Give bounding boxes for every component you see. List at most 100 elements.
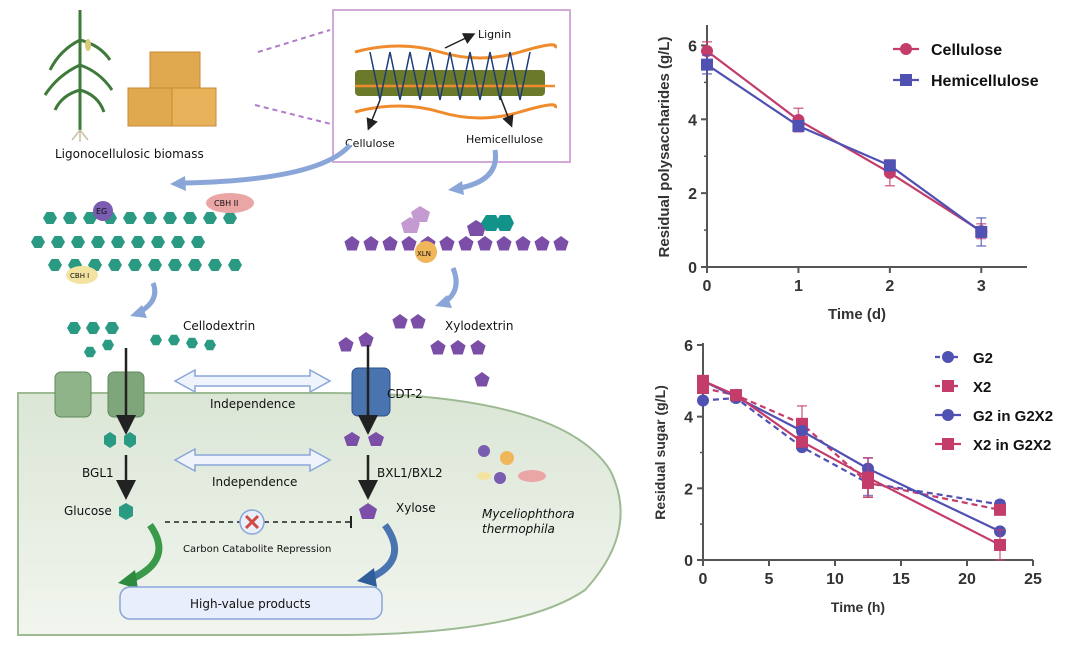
xylose-unit [401,236,417,251]
glucose-unit [84,346,96,358]
cellulose-label: Cellulose [345,137,395,150]
glucose-unit [128,258,142,272]
xylose-unit [344,236,360,251]
hemicellulose-chain [344,236,569,251]
independence-label-1: Independence [210,397,295,411]
xylose-unit [392,314,408,329]
enzyme-cbh1: CBH I [66,266,98,284]
independence-arrow [173,368,332,394]
svg-text:CBH I: CBH I [70,272,89,280]
glucose-unit [143,211,157,225]
glucose-unit [203,211,217,225]
data-point [730,389,742,402]
lignocellulose-fiber-icon [354,43,558,120]
legend-label: X2 in G2X2 [973,437,1051,454]
svg-text:EG: EG [96,207,107,216]
series-layer [701,41,988,247]
svg-text:CBH II: CBH II [214,199,238,208]
glucose-unit [168,334,180,346]
bgl1-label: BGL1 [82,466,114,480]
glucose-unit [171,235,185,249]
glucose-label: Glucose [64,504,112,518]
x-axis-label: Time (h) [831,599,885,615]
x-tick-label: 25 [1024,571,1042,588]
glucose-unit [108,258,122,272]
glucose-unit [183,211,197,225]
xylose-unit [382,236,398,251]
data-point [994,503,1006,516]
glucose-unit [186,337,198,349]
legend-item: Cellulose [893,42,1002,59]
x-tick-label: 0 [703,278,712,295]
xylose-unit [358,332,374,347]
series-cellulose [701,41,988,240]
legend-label: G2 in G2X2 [973,408,1053,425]
xylodextrin-label: Xylodextrin [445,319,513,333]
xylose-flow-arrow [368,522,398,582]
series-hemicellulose [701,54,988,247]
glucose-unit [168,258,182,272]
hay-bales-icon [127,51,217,127]
zoom-line [257,29,331,53]
xylose-unit [553,236,569,251]
xylose-unit [470,340,486,355]
data-point [994,538,1006,551]
y-tick-label: 4 [688,112,697,129]
legend-marker [942,351,954,363]
xylose-unit [450,340,466,355]
y-tick-label: 6 [688,38,697,55]
oligosaccharide-fragments [67,314,490,387]
independence-label-2: Independence [212,475,297,489]
glucose-unit [105,321,119,335]
x-tick-label: 2 [885,278,894,295]
xylose-unit [363,236,379,251]
glucose-unit [163,211,177,225]
glucose-unit [131,235,145,249]
glucose-unit [150,334,162,346]
series-layer [697,374,1006,561]
legend-item: Hemicellulose [893,73,1039,90]
series-g2 [697,392,1006,511]
products-label: High-value products [190,597,311,611]
data-point [883,159,896,172]
legend-item: X2 in G2X2 [935,437,1051,454]
y-tick-label: 6 [684,338,693,355]
xylose-unit [439,236,455,251]
data-point [701,45,713,57]
xylose-unit [458,236,474,251]
y-tick-label: 0 [688,260,697,277]
zoom-line [254,104,336,126]
y-tick-label: 0 [684,553,693,570]
glucose-unit [208,258,222,272]
fungal-cell [17,392,622,636]
data-point [975,225,988,238]
enzyme-cbh2: CBH II [206,193,254,213]
bxl-label: BXL1/BXL2 [377,466,443,480]
xylose-unit [515,236,531,251]
data-point [701,58,713,71]
secreted-enzymes-icon [477,445,546,484]
enzyme-xln: XLN [415,241,437,263]
x-tick-label: 20 [958,571,976,588]
x-tick-label: 1 [794,278,803,295]
cellulose-chains [31,211,242,272]
glucose-flow-arrow [128,522,163,584]
x-tick-label: 15 [892,571,910,588]
legend-item: X2 [935,379,991,396]
legend-marker [942,380,954,392]
y-tick-label: 4 [684,410,693,427]
cdt2-label: CDT-2 [387,387,423,401]
data-point [697,394,709,407]
legend-label: X2 [973,379,991,396]
glucose-unit [151,235,165,249]
flow-arrow [184,143,352,186]
glucose-unit [83,211,97,225]
series-line [702,386,1001,511]
glucose-unit [111,235,125,249]
